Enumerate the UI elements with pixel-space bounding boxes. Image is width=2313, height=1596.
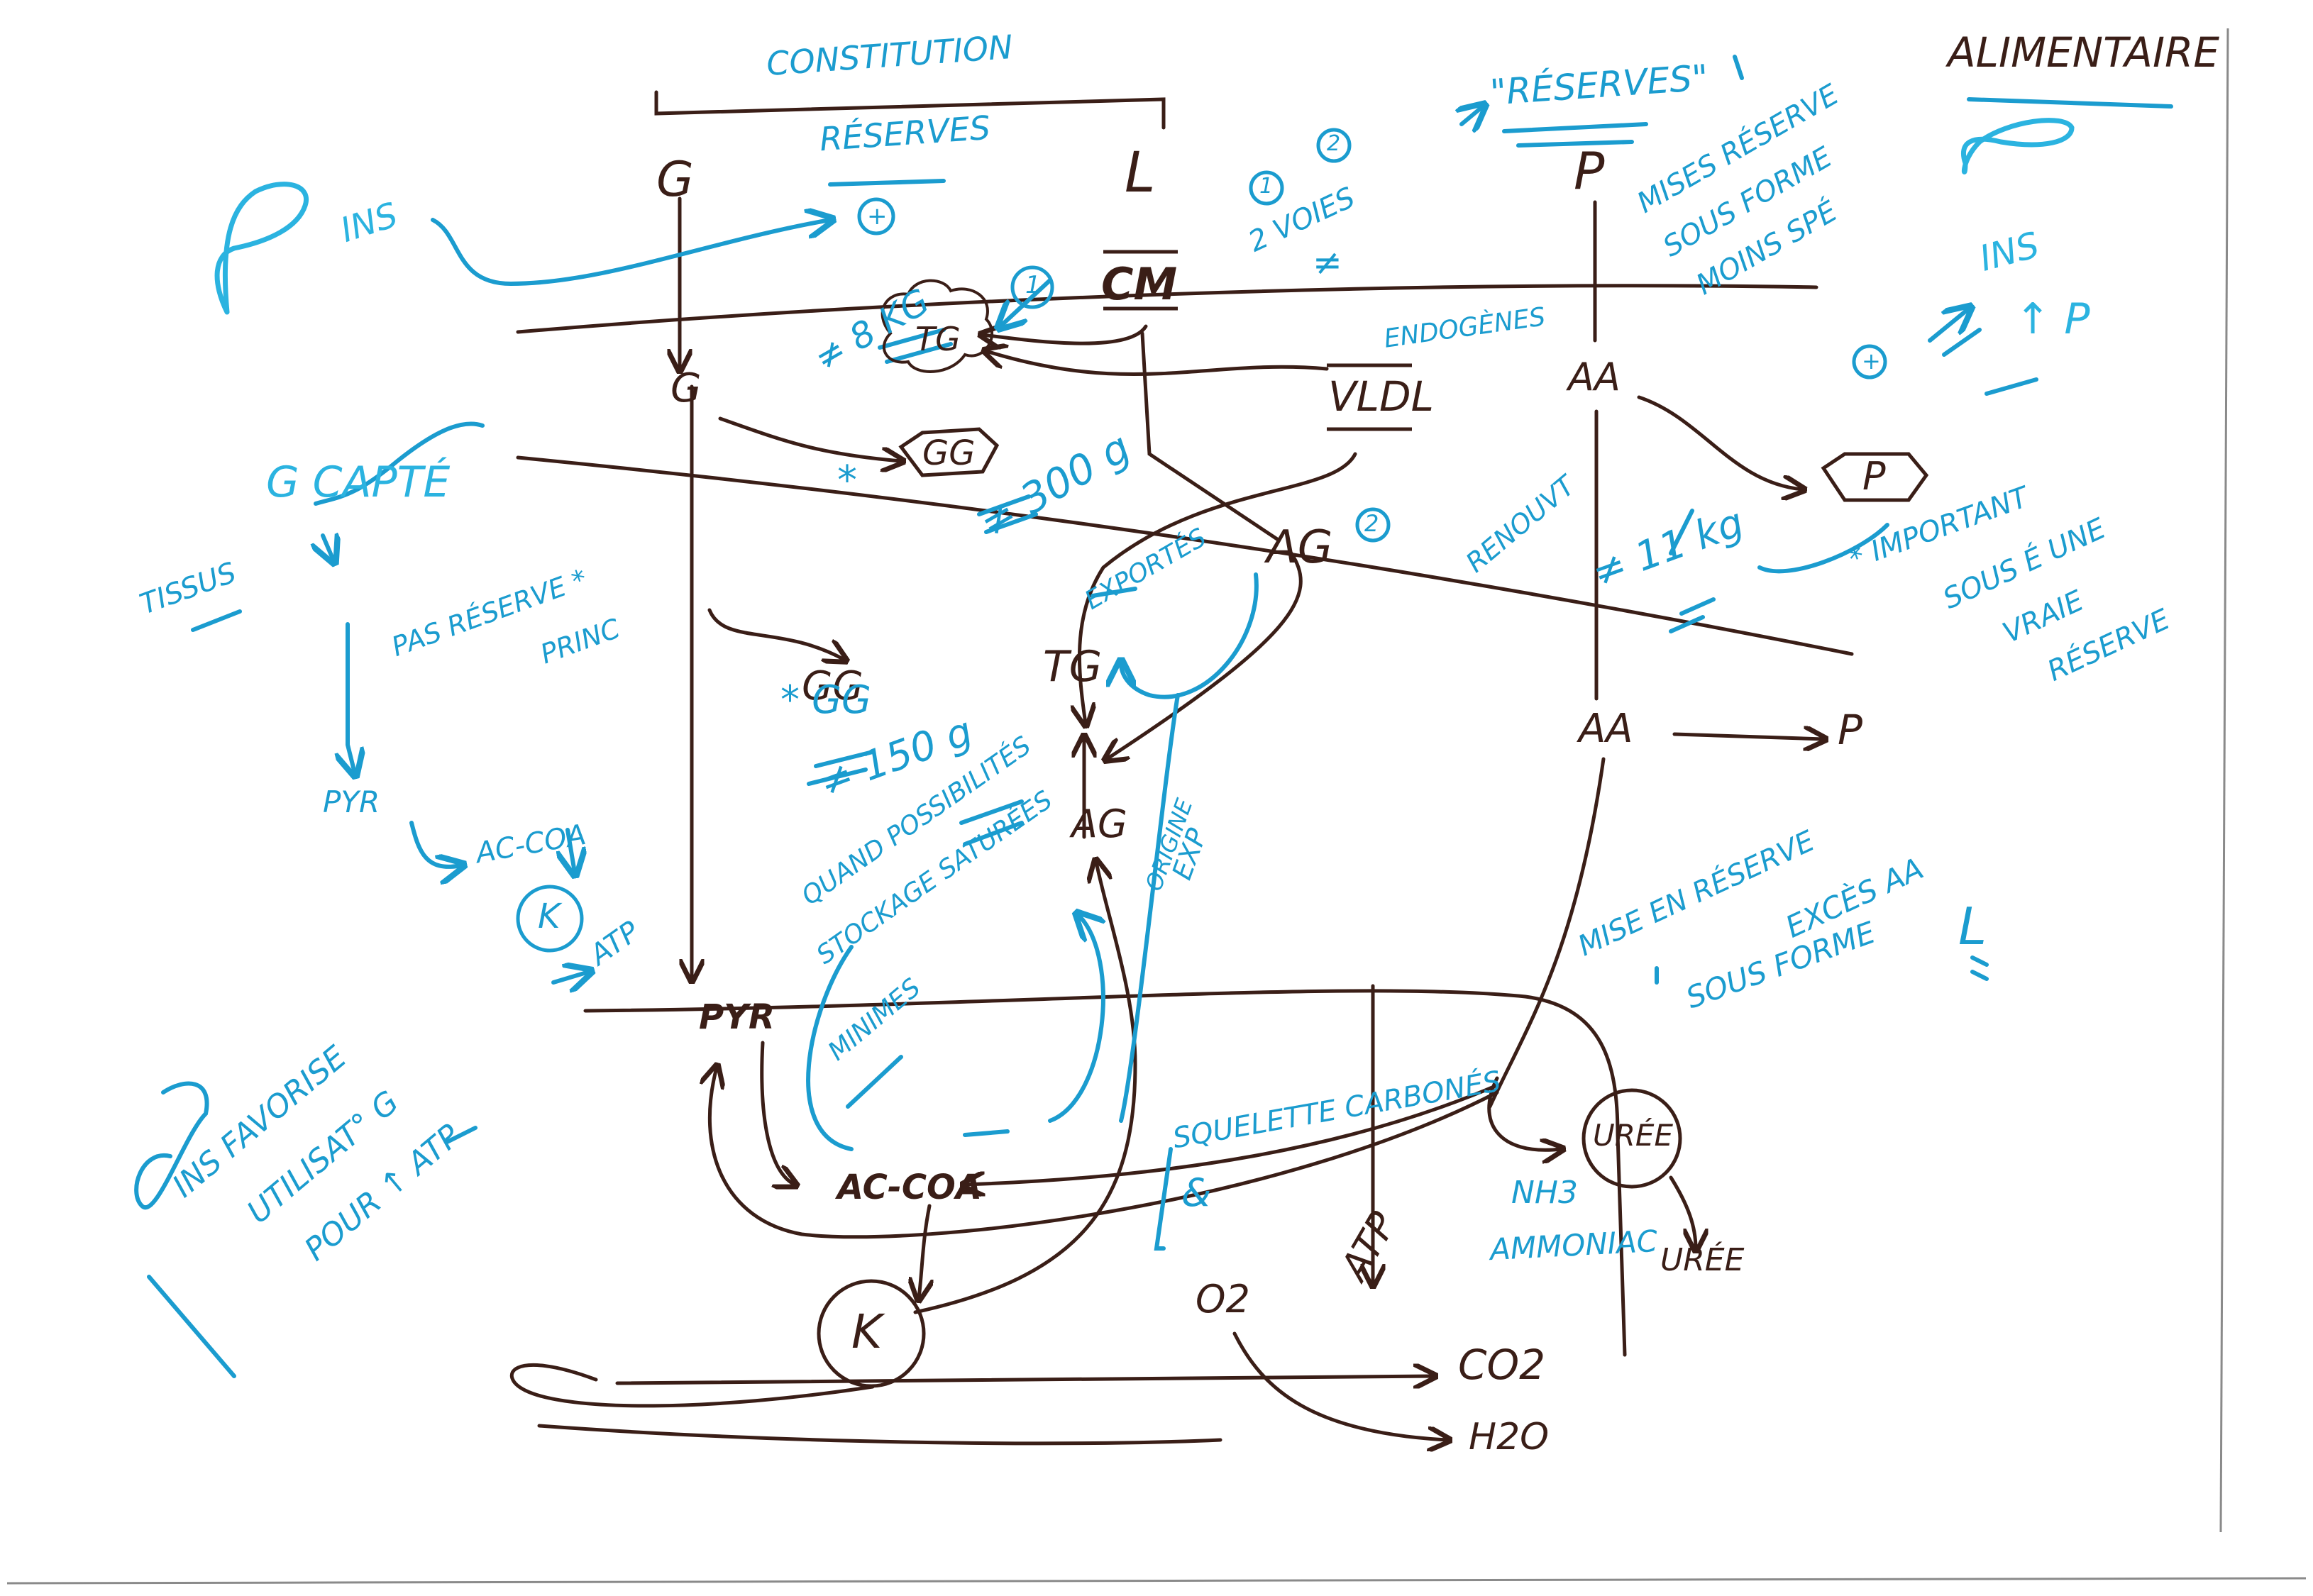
ag-circle-2 [1355,507,1391,543]
node-cm: CM [1101,258,1178,310]
circle-1-tg [1010,265,1054,309]
paper-edges [6,28,2307,1585]
node-p-liver: P [1838,706,1862,754]
uree-circle [1581,1088,1682,1189]
node-aa-liver: AA [1579,706,1633,752]
node-shapes [817,250,1929,1388]
label-g-capte: G CAPTÉ [266,458,451,507]
node-k-cycle: K [851,1304,883,1359]
node-ammoniac: AMMONIAC [1489,1223,1659,1268]
tg-adipose-cloud [881,279,994,373]
insulin-glyphs [214,118,2075,315]
node-vldl: VLDL [1328,372,1434,421]
node-ag-blood-circle-number: 2 [1364,510,1379,537]
label-star-gg: * [837,458,857,504]
vldl-bars [1327,363,1412,431]
circle-2-top-number: 2 [1327,131,1341,156]
plus-right-symbol: + [1862,348,1881,375]
node-aa-mid: AA [1568,355,1621,399]
label-k-left: K [538,897,561,936]
node-ag-liver: AG [1071,802,1127,846]
label-l-letter: L [1958,897,1987,956]
node-g-mid: G [670,365,702,411]
node-gg-liver: GG [802,663,863,709]
node-ag-blood: AG [1266,521,1333,574]
node-tg-adipose: TG [915,320,961,358]
node-p-top: P [1574,141,1605,201]
node-pyr: PYR [699,997,775,1037]
plus-circle-right [1852,344,1887,379]
gg-muscle-shape [898,427,1000,477]
label-p-up: ↑ P [2015,294,2090,344]
node-uree-out: URÉE [1660,1242,1745,1278]
glyph-right [1961,118,2075,174]
node-tg-liver: TG [1043,642,1103,692]
node-p-mid: P [1862,454,1886,499]
node-nh3: NH3 [1511,1175,1578,1211]
circle-1-top [1249,170,1284,206]
cm-bars [1103,250,1178,311]
plus-circle-left [857,197,895,235]
label-amp: & [1181,1170,1212,1215]
circle-1-top-number: 1 [1259,174,1274,199]
node-acoa: AC-COA [837,1168,982,1207]
label-pyr-left: PYR [323,785,380,819]
node-co2: CO2 [1458,1341,1546,1389]
node-g-top: G [656,152,694,208]
node-h2o: H2O [1469,1416,1550,1458]
label-ne-sign: ≠ [1313,242,1342,283]
metabolic-arrows [509,196,1823,1443]
annotation-strokes [134,55,2173,1378]
node-uree-circle: URÉE [1593,1118,1673,1153]
membrane-lines [516,90,1854,1357]
node-l-top: L [1125,141,1156,205]
plus-left-symbol: + [867,202,888,231]
k-left-circle [516,885,584,953]
circle-2-top [1316,128,1352,163]
glyph-left [214,182,309,315]
p-reserve-shape [1821,452,1929,502]
title-alimentaire: ALIMENTAIRE [1948,28,2220,77]
circle-1-tg-number: 1 [1025,271,1041,299]
node-o2: O2 [1196,1277,1250,1321]
k-cycle-circle [817,1279,926,1388]
node-gg-muscle: GG [922,433,976,473]
annotation-circles [516,128,1887,953]
label-star-gg150: * GG [780,677,871,722]
